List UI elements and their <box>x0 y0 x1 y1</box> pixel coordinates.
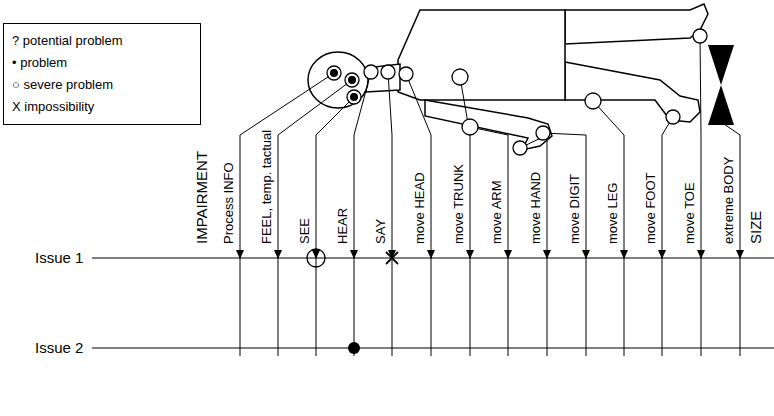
leader-line <box>388 72 392 135</box>
legend-entry: • problem <box>4 52 200 74</box>
column-label: move DIGIT <box>567 174 583 244</box>
severe-marker <box>452 69 468 85</box>
column-label: move HAND <box>528 172 544 244</box>
arrow-head <box>274 250 282 259</box>
column-label: FEEL, temp. tactual <box>259 130 275 244</box>
leader-line <box>278 80 352 135</box>
lower-leg <box>565 62 700 122</box>
arrow-head <box>427 250 435 259</box>
severe-marker <box>666 110 680 124</box>
column-label: Process INFO <box>221 162 237 244</box>
column-arrows <box>236 250 744 259</box>
problem-dot <box>330 69 338 77</box>
column-line <box>240 135 241 356</box>
legend-box: ? potential problem• problem○ severe pro… <box>3 23 201 125</box>
severe-marker <box>513 141 527 155</box>
axis-title: IMPAIRMENT <box>193 151 211 244</box>
size-triangle <box>708 45 734 85</box>
severe-marker <box>693 29 707 43</box>
legend-entry: ○ severe problem <box>4 74 200 96</box>
leader-line <box>406 74 431 135</box>
problem-dot <box>348 76 356 84</box>
column-label: move LEG <box>605 183 621 244</box>
row-label: Issue 1 <box>35 249 83 267</box>
column-label: move TOE <box>682 182 698 244</box>
column-line <box>701 135 702 356</box>
column-line <box>354 135 355 356</box>
issue-line <box>92 348 774 349</box>
arm <box>425 100 552 150</box>
head <box>308 52 368 108</box>
extreme-size-symbol <box>708 45 734 125</box>
size-triangle <box>708 85 734 125</box>
arrow-head <box>620 250 628 259</box>
issue-line <box>92 258 774 259</box>
column-label: move HEAD <box>412 172 428 244</box>
problem-mark <box>348 342 360 354</box>
column-label: HEAR <box>335 208 351 244</box>
severe-marker <box>364 65 378 79</box>
problem-marker <box>345 73 359 87</box>
problem-marker <box>327 66 341 80</box>
arrow-head <box>350 250 358 259</box>
column-line <box>662 135 663 356</box>
trunk <box>398 10 565 100</box>
impossibility-mark <box>386 252 398 264</box>
arrow-head <box>736 250 744 259</box>
column-line <box>470 135 471 356</box>
arrow-head <box>543 250 551 259</box>
column-label: SEE <box>297 218 313 244</box>
column-line <box>508 135 509 356</box>
impossibility-mark <box>386 252 398 264</box>
column-label: move TRUNK <box>451 164 467 244</box>
severe-marker <box>399 67 413 81</box>
row-label: Issue 2 <box>35 339 83 357</box>
legend-entry: ? potential problem <box>4 30 200 52</box>
legend-entry: X impossibility <box>4 96 200 118</box>
arrow-head <box>504 250 512 259</box>
severe-mark <box>307 249 325 267</box>
arrow-head <box>312 250 320 259</box>
column-line <box>740 135 741 356</box>
column-line <box>316 135 317 356</box>
arrow-head <box>582 250 590 259</box>
issue-marks <box>307 249 398 354</box>
problem-dot <box>350 93 358 101</box>
column-label: SAY <box>373 219 389 244</box>
column-label: move ARM <box>489 180 505 244</box>
arrow-head <box>236 250 244 259</box>
leader-lines <box>240 36 740 148</box>
column-label: extreme BODY <box>721 157 737 244</box>
body-figure <box>308 4 708 150</box>
column-line <box>547 135 548 356</box>
severe-marker <box>536 126 550 140</box>
column-line <box>431 135 432 356</box>
arrow-head <box>658 250 666 259</box>
column-line <box>586 135 587 356</box>
arrow-head <box>697 250 705 259</box>
column-lines <box>92 135 774 356</box>
leader-line <box>316 97 354 135</box>
problem-marker <box>347 90 361 104</box>
body-markers <box>327 29 707 155</box>
axis-title: SIZE <box>747 211 765 244</box>
column-line <box>624 135 625 356</box>
column-line <box>278 135 279 356</box>
severe-marker <box>462 119 478 135</box>
leader-line <box>700 36 701 135</box>
arrow-head <box>466 250 474 259</box>
upper-leg <box>565 4 708 44</box>
column-line <box>392 135 393 356</box>
leader-line <box>724 124 740 135</box>
severe-marker <box>585 93 601 109</box>
column-label: move FOOT <box>643 172 659 244</box>
severe-marker <box>381 65 395 79</box>
